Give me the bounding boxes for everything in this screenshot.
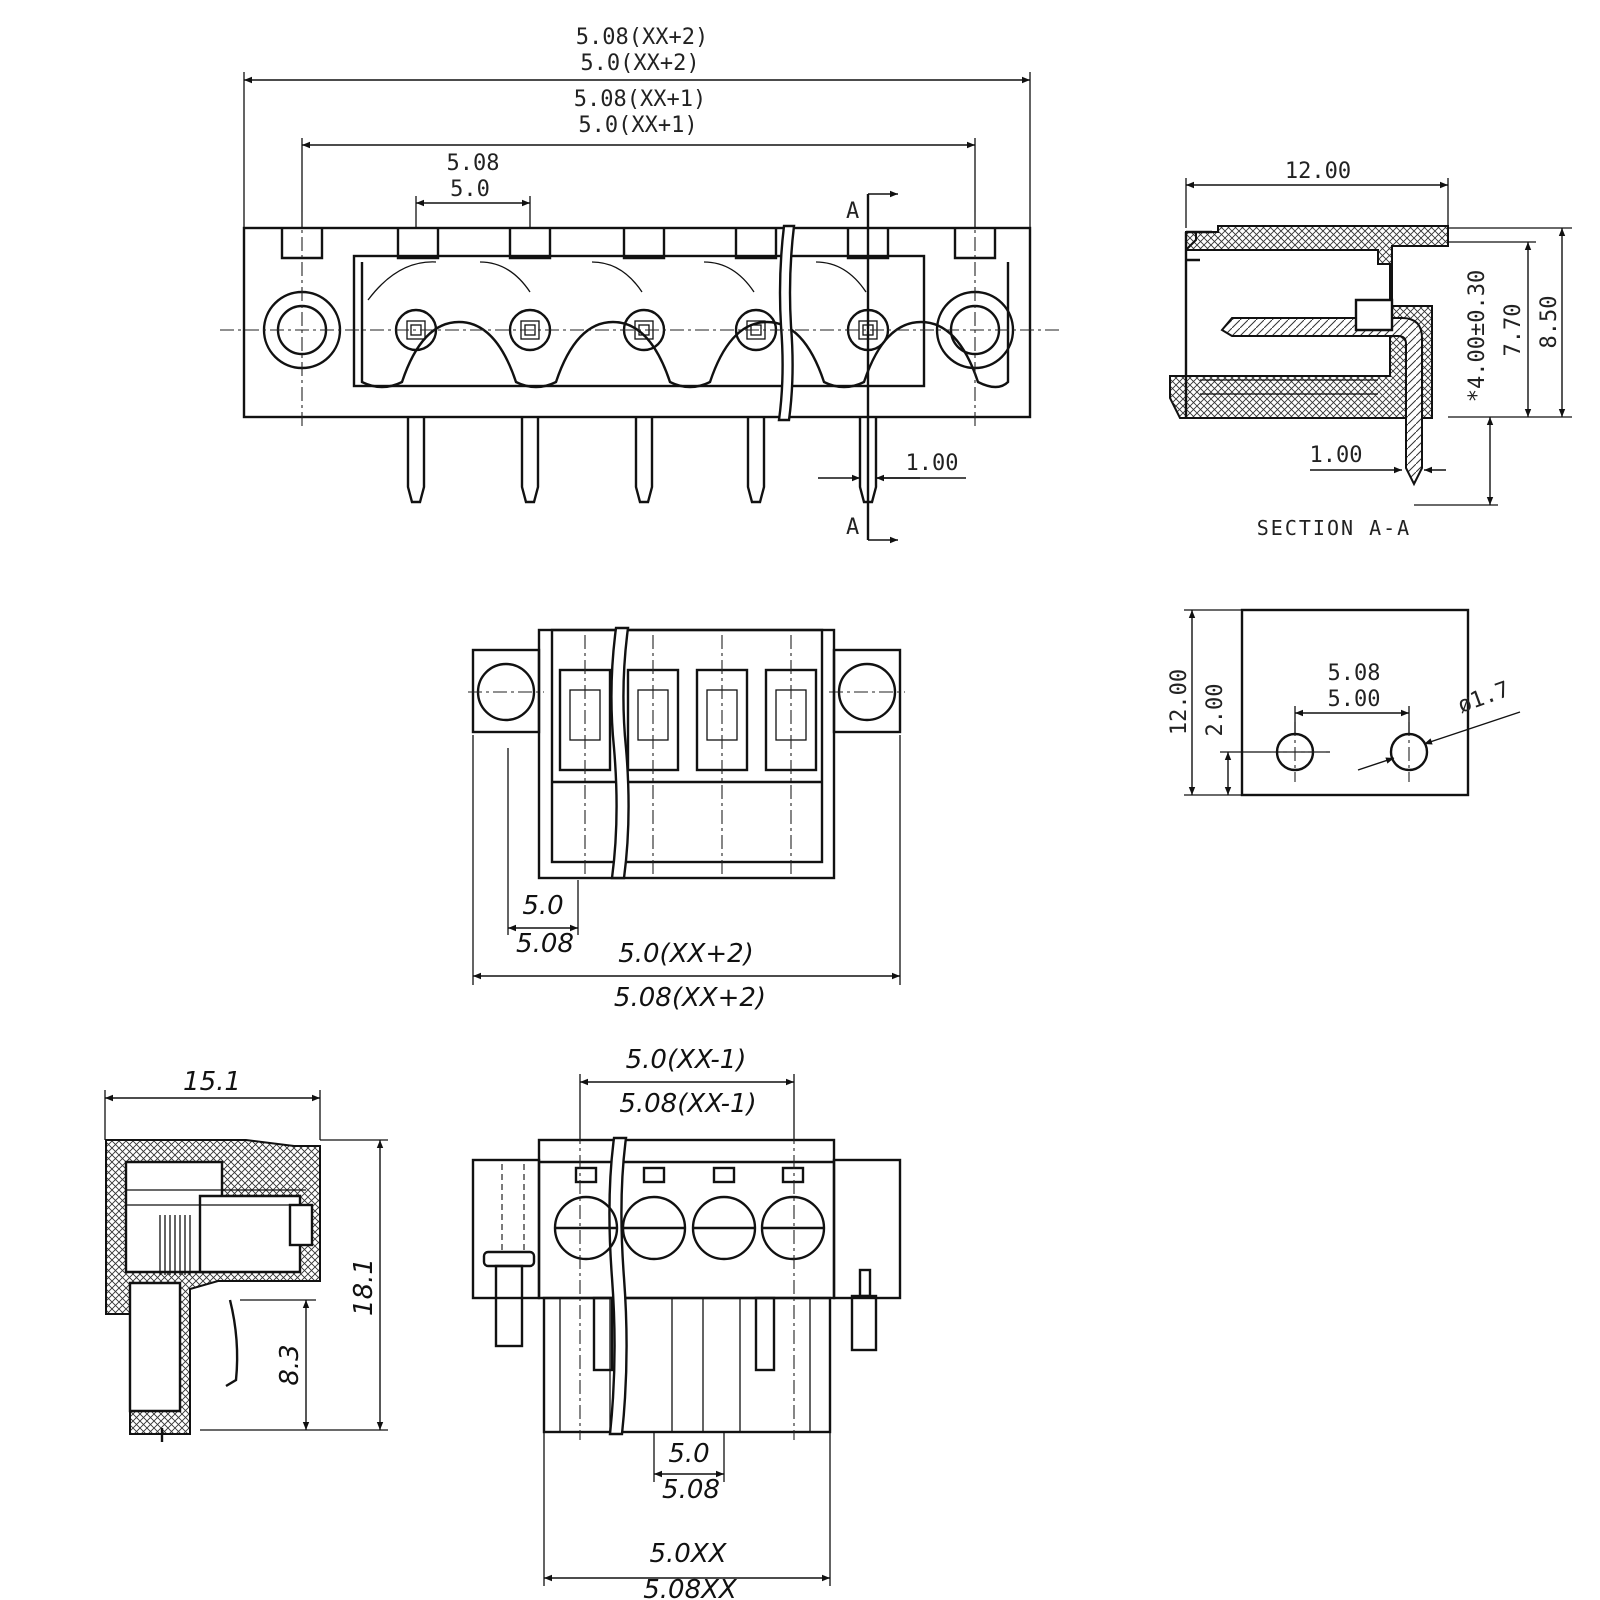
front-dim-top-508: 5.08(XX-1) (619, 1089, 756, 1119)
dim-centers-508: 5.08(XX+1) (574, 87, 706, 112)
pcb-dim-hole: ø1.7 (1455, 677, 1513, 719)
dim-depth: 12.00 (1285, 159, 1351, 184)
dim-pin-width: 1.00 (906, 451, 959, 476)
plug-dim-left-50: 5.0 (522, 891, 563, 921)
plug-screw-openings (553, 1166, 826, 1261)
header-pins (406, 417, 878, 504)
section-mark-top: A (846, 199, 859, 224)
plug-top-view: 5.0 5.08 5.0(XX+2) 5.08(XX+2) (468, 626, 905, 1013)
front-dim-total-508: 5.08XX (643, 1575, 738, 1600)
section-a-a: 12.00 8.50 7.70 *4.00±0.30 1.00 SECTION … (1169, 159, 1572, 540)
front-dim-total-50: 5.0XX (650, 1539, 728, 1569)
header-front-view: 5.08(XX+2) 5.0(XX+2) 5.08(XX+1) 5.0(XX+1… (220, 25, 1060, 544)
section-mark-bottom: A (846, 515, 859, 540)
dim-pitch-508: 5.08 (447, 151, 500, 176)
dim-centers-50: 5.0(XX+1) (578, 113, 697, 138)
plug-side-view: 15.1 18.1 8.3 (104, 1067, 388, 1442)
pcb-dim-height: 12.00 (1167, 669, 1192, 735)
dim-overall-50: 5.0(XX+2) (580, 51, 699, 76)
side-dim-lower: 8.3 (275, 1344, 305, 1385)
plug-dim-overall-508: 5.08(XX+2) (614, 983, 766, 1013)
pcb-layout: 12.00 2.00 5.08 5.00 ø1.7 (1167, 608, 1521, 797)
pcb-dim-pitch-508: 5.08 (1328, 661, 1381, 686)
pcb-dim-pitch-500: 5.00 (1328, 687, 1381, 712)
plug-windows (558, 668, 818, 772)
plug-dim-left-508: 5.08 (516, 929, 574, 959)
section-dim-pin: 1.00 (1310, 443, 1363, 468)
plug-dim-overall-50: 5.0(XX+2) (618, 939, 754, 969)
dim-pin-height: *4.00±0.30 (1465, 270, 1490, 402)
plug-front-view: 5.0(XX-1) 5.08(XX-1) (471, 1045, 902, 1600)
dim-770: 7.70 (1501, 304, 1526, 357)
dim-pitch-50: 5.0 (450, 177, 490, 202)
front-dim-pitch-50: 5.0 (668, 1439, 709, 1469)
side-dim-height: 18.1 (349, 1258, 379, 1316)
front-dim-top-50: 5.0(XX-1) (626, 1045, 747, 1075)
pcb-dim-offset: 2.00 (1203, 684, 1228, 737)
dim-850: 8.50 (1537, 296, 1562, 349)
section-title: SECTION A-A (1257, 516, 1411, 540)
front-dim-pitch-508: 5.08 (662, 1475, 720, 1505)
dim-overall-508: 5.08(XX+2) (576, 25, 708, 50)
side-dim-width: 15.1 (183, 1067, 241, 1097)
